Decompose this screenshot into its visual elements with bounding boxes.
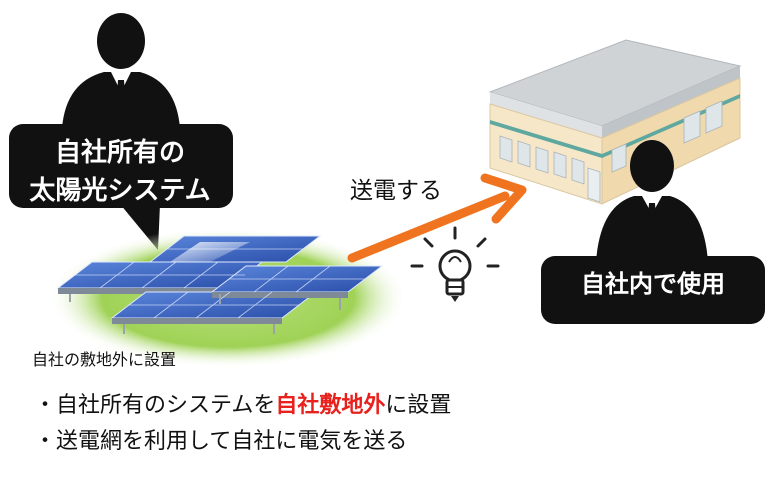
bullet-list: ・自社所有のシステムを自社敷地外に設置 ・送電網を利用して自社に電気を送る [34,388,451,460]
transmission-arrow [347,173,527,263]
owner-callout-line2: 太陽光システム [29,176,211,206]
bullet-1-before: ・自社所有のシステムを [34,393,276,418]
solar-field [48,228,408,368]
solar-panel-icon [56,235,384,334]
usage-callout-text: 自社内で使用 [581,270,725,298]
user-person-icon [596,140,708,262]
bullet-1-highlight: 自社敷地外 [275,393,386,418]
arrow-label: 送電する [350,178,442,204]
owner-person-icon [62,13,180,128]
light-bulb-icon [410,226,500,302]
bullet-item-1: ・自社所有のシステムを自社敷地外に設置 [34,388,451,424]
bullet-1-after: に設置 [385,393,452,418]
site-caption: 自社の敷地外に設置 [32,350,177,369]
bullet-item-2: ・送電網を利用して自社に電気を送る [34,424,451,460]
bullet-2-text: ・送電網を利用して自社に電気を送る [34,429,408,454]
usage-callout-bubble [541,244,765,324]
factory-building-icon [488,39,742,205]
owner-callout-line1: 自社所有の [54,138,185,168]
owner-callout-text: 自社所有の 太陽光システム [14,134,226,210]
